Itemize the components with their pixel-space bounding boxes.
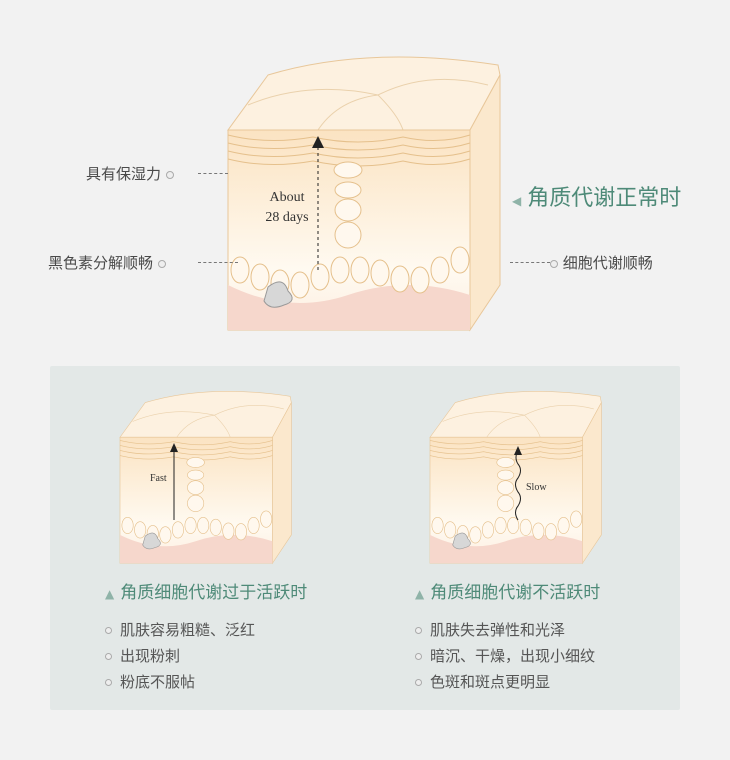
list-item: 肌肤容易粗糙、泛红: [105, 617, 307, 643]
bullet-icon: [105, 679, 112, 686]
cell-text: 细胞代谢顺畅: [562, 254, 653, 272]
duration-line-2: 28 days: [265, 210, 309, 225]
main-title-text: 角质代谢正常时: [527, 186, 682, 211]
slow-label: Slow: [526, 482, 547, 493]
bullet-icon: [165, 170, 174, 179]
melanin-label: 黑色素分解顺畅: [48, 252, 166, 273]
melanin-text: 黑色素分解顺畅: [48, 254, 154, 272]
left-title: ▲ 角质细胞代谢过于活跃时: [105, 578, 307, 603]
list-item: 粉底不服帖: [105, 669, 307, 695]
slow-skin-cube: [429, 390, 602, 564]
list-item-text: 色斑和斑点更明显: [430, 673, 551, 691]
left-title-text: 角质细胞代谢过于活跃时: [120, 583, 308, 603]
main-title: ◀ 角质代谢正常时: [512, 180, 681, 212]
triangle-left-icon: ◀: [512, 194, 522, 208]
slow-wavy-arrow: [515, 449, 521, 521]
moisture-label: 具有保湿力: [86, 163, 174, 184]
right-title: ▲ 角质细胞代谢不活跃时: [415, 578, 600, 603]
arrow-head-icon: [312, 136, 324, 148]
arrow-head-icon: [514, 446, 522, 455]
cell-label: 细胞代谢顺畅: [550, 252, 653, 273]
bullet-icon: [157, 259, 166, 268]
list-item-text: 粉底不服帖: [120, 673, 196, 691]
right-title-text: 角质细胞代谢不活跃时: [430, 583, 601, 603]
right-column: ▲ 角质细胞代谢不活跃时 肌肤失去弹性和光泽 暗沉、干燥，出现小细纹 色斑和斑点更…: [415, 578, 600, 695]
bullet-icon: [550, 259, 558, 268]
triangle-up-icon: ▲: [105, 587, 115, 601]
bullet-icon: [415, 679, 422, 686]
leader-line: [510, 262, 550, 263]
list-item: 肌肤失去弹性和光泽: [415, 617, 600, 643]
fast-label: Fast: [150, 473, 167, 484]
list-item-text: 肌肤失去弹性和光泽: [430, 621, 566, 639]
leader-line: [198, 173, 228, 174]
duration-line-1: About: [269, 190, 305, 205]
list-item-text: 肌肤容易粗糙、泛红: [120, 621, 256, 639]
bullet-icon: [105, 653, 112, 660]
bullet-icon: [415, 627, 422, 634]
moisture-text: 具有保湿力: [86, 165, 162, 183]
list-item: 暗沉、干燥，出现小细纹: [415, 643, 600, 669]
bullet-icon: [415, 653, 422, 660]
triangle-up-icon: ▲: [415, 587, 425, 601]
bullet-icon: [105, 627, 112, 634]
duration-label: About 28 days: [262, 188, 312, 228]
list-item: 出现粉刺: [105, 643, 307, 669]
arrow-head-icon: [170, 443, 178, 452]
fast-skin-cube: [119, 390, 292, 564]
leader-line: [198, 262, 238, 263]
list-item-text: 暗沉、干燥，出现小细纹: [430, 647, 596, 665]
list-item-text: 出现粉刺: [120, 647, 181, 665]
list-item: 色斑和斑点更明显: [415, 669, 600, 695]
left-column: ▲ 角质细胞代谢过于活跃时 肌肤容易粗糙、泛红 出现粉刺 粉底不服帖: [105, 578, 307, 695]
